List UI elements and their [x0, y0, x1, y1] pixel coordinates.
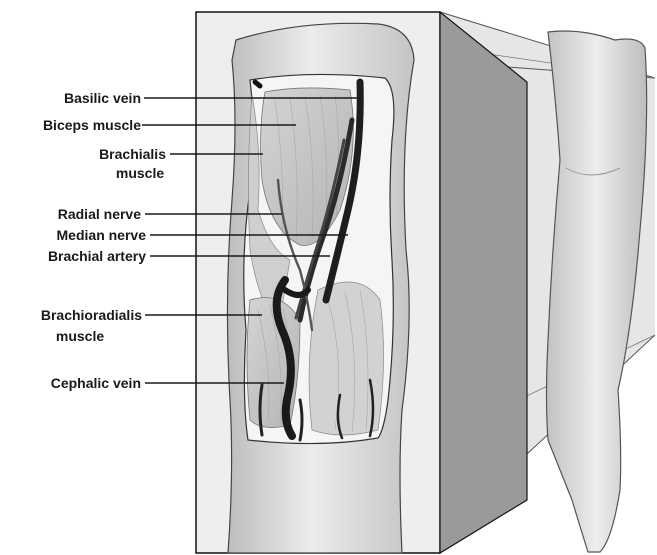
label-brachioradialis-line2: muscle — [56, 328, 104, 344]
label-biceps-muscle: Biceps muscle — [43, 117, 141, 133]
label-brachioradialis-line1: Brachioradialis — [41, 307, 142, 323]
label-brachialis-line2: muscle — [116, 165, 164, 181]
label-brachialis-line1: Brachialis — [99, 146, 166, 162]
label-cephalic-vein: Cephalic vein — [51, 375, 141, 391]
arm-illustration — [547, 31, 647, 552]
label-radial-nerve: Radial nerve — [58, 206, 141, 222]
label-brachial-artery: Brachial artery — [48, 248, 146, 264]
labels: Basilic vein Biceps muscle Brachialis mu… — [41, 90, 166, 391]
label-median-nerve: Median nerve — [57, 227, 147, 243]
label-basilic-vein: Basilic vein — [64, 90, 141, 106]
